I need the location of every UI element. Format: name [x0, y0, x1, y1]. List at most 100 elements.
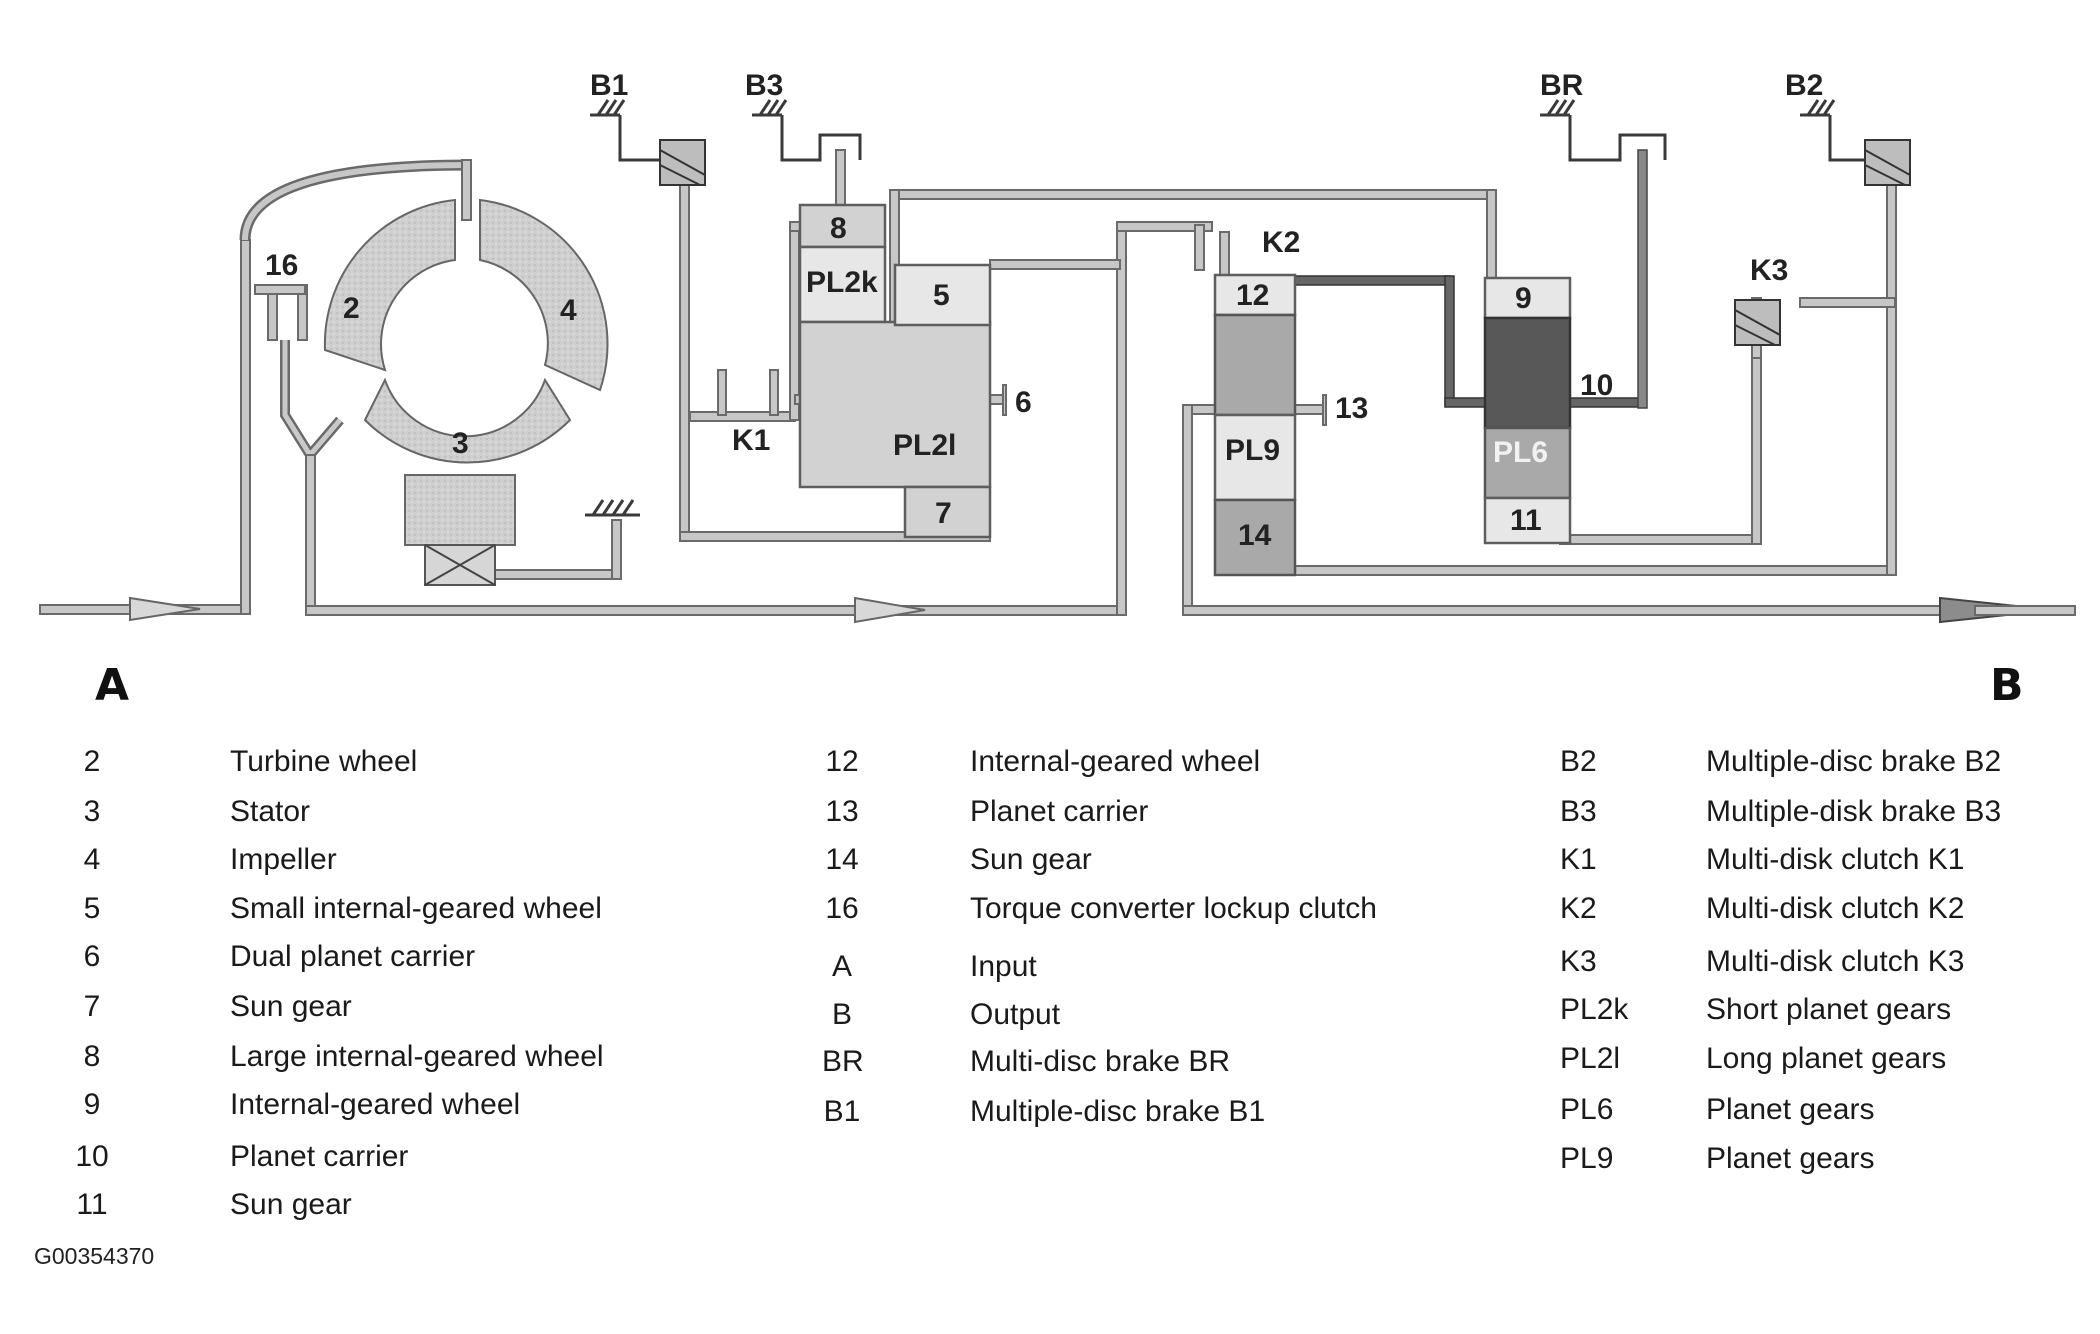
legend-key: 5	[83, 892, 101, 925]
small-internal-geared-wheel	[893, 263, 992, 327]
label-pl9: PL9	[1225, 434, 1280, 467]
legend-description: Internal-geared wheel	[970, 745, 1261, 778]
component-labels: B1 B3 BR B2 16 2 4 3 8 PL2k 5 6 K1 PL2l …	[95, 69, 2024, 700]
legend-description: Internal-geared wheel	[230, 1088, 521, 1121]
stator-ground	[585, 499, 640, 517]
label-6: 6	[1015, 386, 1032, 419]
label-8: 8	[830, 212, 847, 245]
legend-description: Torque converter lockup clutch	[970, 892, 1377, 925]
sun-gear-7	[903, 485, 992, 539]
transmission-schematic: B1 B3 BR B2 16 2 4 3 8 PL2k 5 6 K1 PL2l …	[39, 69, 2076, 700]
label-13: 13	[1335, 392, 1368, 425]
legend-key: 2	[83, 745, 101, 778]
label-3: 3	[452, 427, 469, 460]
legend-key: K1	[1560, 843, 1597, 876]
legend-key: PL2l	[1560, 1042, 1621, 1075]
planet-upper-9	[1213, 313, 1297, 417]
label-b2: B2	[1785, 69, 1823, 102]
input-arrow	[129, 596, 201, 622]
stator	[363, 377, 572, 464]
legend-key: PL6	[1560, 1093, 1614, 1126]
planet-gears-pl9	[1213, 413, 1297, 502]
large-internal-geared-wheel	[798, 203, 887, 249]
label-pl2l: PL2l	[893, 429, 956, 462]
planet-block	[798, 320, 992, 489]
legend-description: Multi-disk clutch K2	[1706, 892, 1965, 925]
label-11: 11	[1510, 504, 1542, 537]
clutch-k3	[1734, 299, 1781, 346]
legend-key: BR	[822, 1045, 864, 1078]
planet-carrier-10	[1483, 316, 1572, 430]
impeller	[479, 198, 609, 392]
legend-description: Multiple-disk brake B3	[1706, 795, 2002, 828]
legend-description: Long planet gears	[1706, 1042, 1947, 1075]
legend-description: Multi-disk clutch K3	[1706, 945, 1965, 978]
legend-description: Stator	[230, 795, 311, 828]
legend-description: Planet carrier	[230, 1140, 409, 1173]
legend-key: 12	[825, 745, 859, 778]
label-k2: K2	[1262, 226, 1300, 259]
label-5: 5	[933, 279, 950, 312]
legend-key: B2	[1560, 745, 1597, 778]
label-4: 4	[560, 294, 577, 327]
label-b1: B1	[590, 69, 628, 102]
legend-key: 10	[75, 1140, 109, 1173]
label-12: 12	[1236, 279, 1269, 312]
converter-hub	[404, 474, 516, 546]
label-input-a: A	[95, 660, 129, 700]
legend-key: 11	[76, 1188, 108, 1221]
label-7: 7	[935, 497, 952, 530]
internal-geared-wheel-9	[1483, 276, 1572, 320]
legend-key: 9	[83, 1088, 101, 1121]
legend-description: Turbine wheel	[230, 745, 418, 778]
legend-description: Multiple-disc brake B1	[970, 1095, 1266, 1128]
legend-key: 16	[825, 892, 859, 925]
legend-description: Small internal-geared wheel	[230, 892, 602, 925]
brake-b3	[752, 99, 862, 162]
label-b3: B3	[745, 69, 783, 102]
planetary-set-front	[798, 203, 992, 539]
sun-gear-11	[1483, 496, 1572, 545]
turbine-shaft-arrow	[854, 596, 926, 624]
label-16: 16	[265, 249, 298, 282]
legend-key: 3	[83, 795, 101, 828]
legend-description: Input	[970, 950, 1037, 983]
planetary-set-middle	[1213, 273, 1297, 577]
internal-geared-wheel-12	[1213, 273, 1297, 317]
legend-key: 13	[825, 795, 859, 828]
legend-key: 8	[83, 1040, 101, 1073]
label-k1: K1	[732, 424, 770, 457]
legend-key: 14	[825, 843, 859, 876]
torque-converter	[323, 198, 609, 586]
brake-br	[1540, 99, 1667, 162]
legend-key: PL9	[1560, 1142, 1614, 1175]
legend-description: Dual planet carrier	[230, 940, 476, 973]
legend-key: B	[831, 998, 852, 1031]
legend-description: Planet gears	[1706, 1093, 1875, 1126]
shaft-network	[39, 149, 2076, 624]
legend-key: K2	[1560, 892, 1597, 925]
brake-b2	[1800, 99, 1911, 186]
legend-description: Multi-disk clutch K1	[1706, 843, 1965, 876]
label-output-b: B	[1990, 660, 2024, 700]
legend-key: A	[831, 950, 852, 983]
legend-description: Impeller	[230, 843, 337, 876]
planet-gears-pl6	[1483, 426, 1572, 500]
turbine-wheel	[323, 198, 456, 372]
planetary-set-rear	[1483, 276, 1572, 545]
legend-description: Short planet gears	[1706, 993, 1952, 1026]
legend-key: B1	[823, 1095, 861, 1128]
legend-key: 4	[83, 843, 101, 876]
label-k3: K3	[1750, 254, 1788, 287]
legend-key: K3	[1560, 945, 1597, 978]
legend-description: Multiple-disc brake B2	[1706, 745, 2002, 778]
label-9: 9	[1515, 282, 1532, 315]
legend-key: 6	[83, 940, 101, 973]
legend-key: B3	[1560, 795, 1597, 828]
legend-description: Planet carrier	[970, 795, 1149, 828]
legend-description: Multi-disc brake BR	[970, 1045, 1231, 1078]
legend-description: Planet gears	[1706, 1142, 1875, 1175]
label-br: BR	[1540, 69, 1584, 102]
brake-b1	[590, 99, 706, 186]
legend-description: Sun gear	[970, 843, 1092, 876]
